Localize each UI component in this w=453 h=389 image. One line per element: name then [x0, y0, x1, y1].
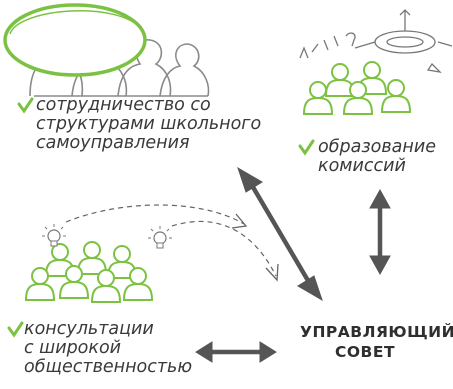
checkmark-icon [7, 97, 315, 338]
label-line: комиссий [318, 156, 406, 176]
arrow-icon [195, 166, 391, 363]
label-line: консультации [24, 319, 154, 339]
label-line: с широкой [24, 338, 122, 358]
label-line: сотрудничество со [36, 95, 211, 115]
label-cooperation: сотрудничество со структурами школьного … [36, 96, 261, 153]
council-ellipse [3, 3, 147, 77]
council-line: УПРАВЛЯЮЩИЙ [300, 323, 453, 341]
label-line: структурами школьного [36, 114, 262, 134]
label-consultations: консультации с широкой общественностью [24, 320, 192, 377]
label-line: самоуправления [36, 133, 190, 153]
thought-bubble-icon [299, 9, 453, 73]
people-group-icon [25, 241, 153, 303]
label-line: общественностью [24, 357, 193, 377]
council-line: СОВЕТ [334, 343, 396, 361]
council-title: УПРАВЛЯЮЩИЙ СОВЕТ [300, 322, 453, 362]
people-group-icon [303, 61, 411, 115]
dashed-arrow-icon [65, 204, 277, 277]
label-commissions: образование комиссий [318, 138, 436, 176]
label-line: образование [318, 137, 436, 157]
